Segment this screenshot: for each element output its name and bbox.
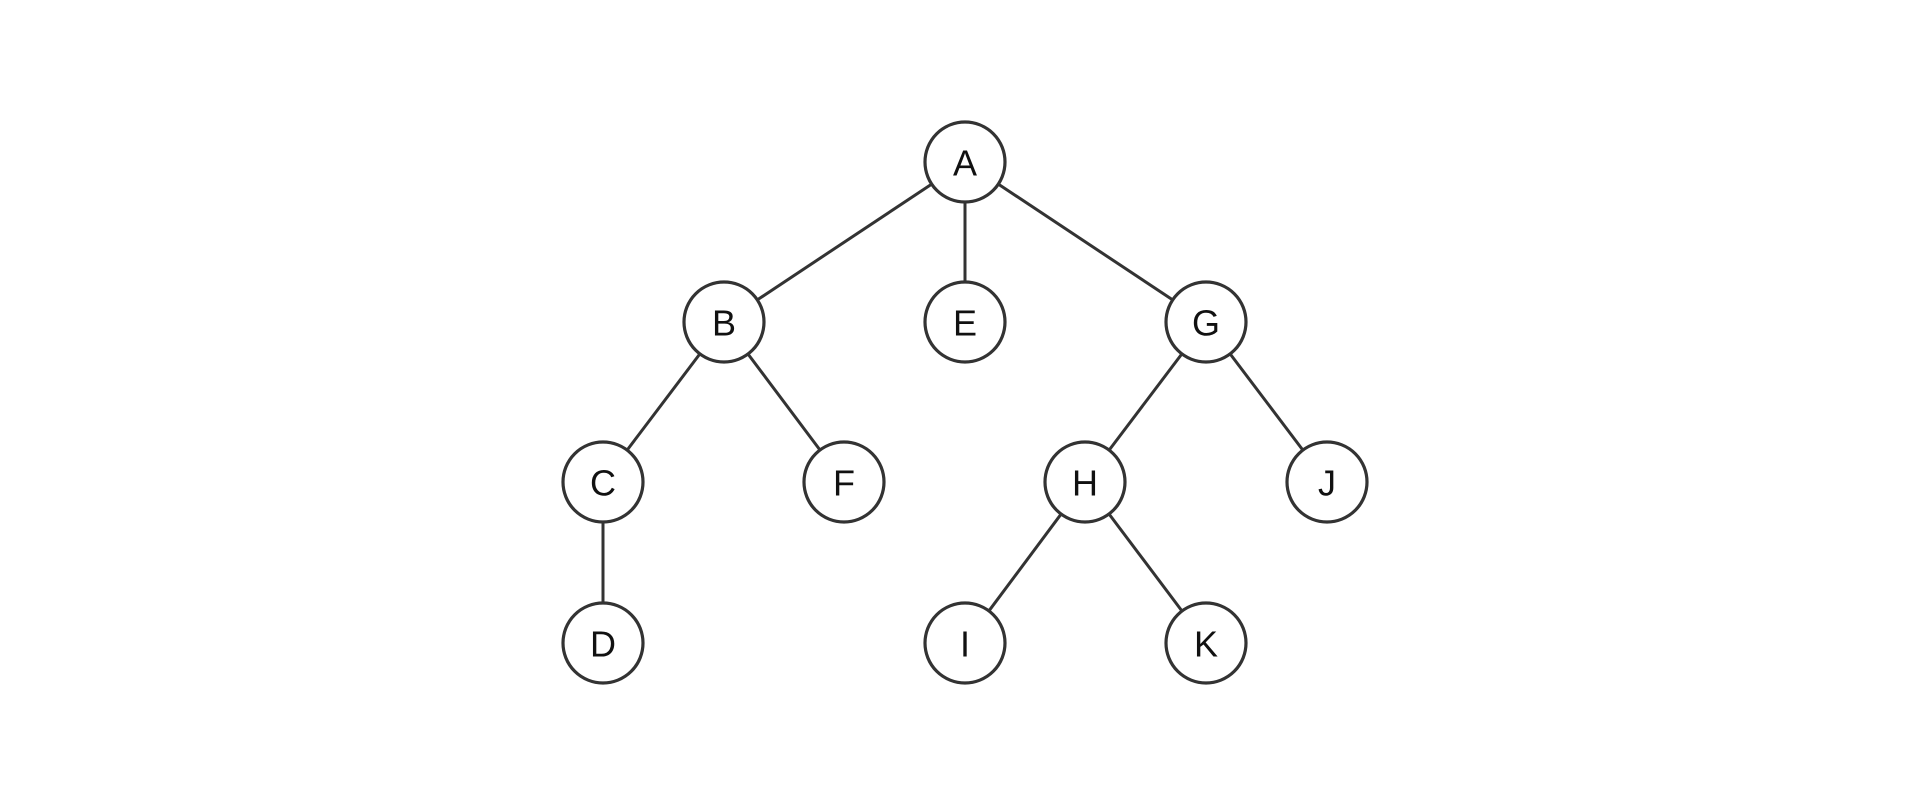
node-circle [923,601,1007,685]
node-label: K [1194,624,1218,665]
node-label: E [953,303,977,344]
node-j: J [1285,440,1369,524]
node-label: G [1192,303,1220,344]
edge-a-b [756,182,933,302]
node-circle [561,601,645,685]
node-c: C [561,440,645,524]
node-a: A [923,120,1007,204]
node-e: E [923,280,1007,364]
edge-b-f [746,353,822,451]
node-label: I [960,624,970,665]
node-h: H [1043,440,1127,524]
edge-a-g [997,182,1174,302]
node-circle [923,280,1007,364]
node-circle [802,440,886,524]
node-label: B [712,303,736,344]
edge-h-i [987,513,1063,612]
node-k: K [1164,601,1248,685]
node-circle [561,440,645,524]
node-circle [1285,440,1369,524]
node-label: A [953,143,977,184]
node-b: B [682,280,766,364]
edge-g-h [1107,352,1184,452]
node-circle [682,280,766,364]
node-d: D [561,601,645,685]
node-circle [1043,440,1127,524]
node-circle [923,120,1007,204]
edges-layer [601,182,1305,612]
node-circle [1164,601,1248,685]
edge-g-j [1228,352,1305,452]
node-label: D [590,624,616,665]
node-i: I [923,601,1007,685]
node-g: G [1164,280,1248,364]
node-label: J [1318,463,1336,504]
node-label: C [590,463,616,504]
node-label: F [833,463,855,504]
node-circle [1164,280,1248,364]
node-label: H [1072,463,1098,504]
edge-h-k [1107,513,1184,612]
nodes-layer: A B E G C F H J D I K [561,120,1369,685]
edge-b-c [625,352,702,452]
node-f: F [802,440,886,524]
